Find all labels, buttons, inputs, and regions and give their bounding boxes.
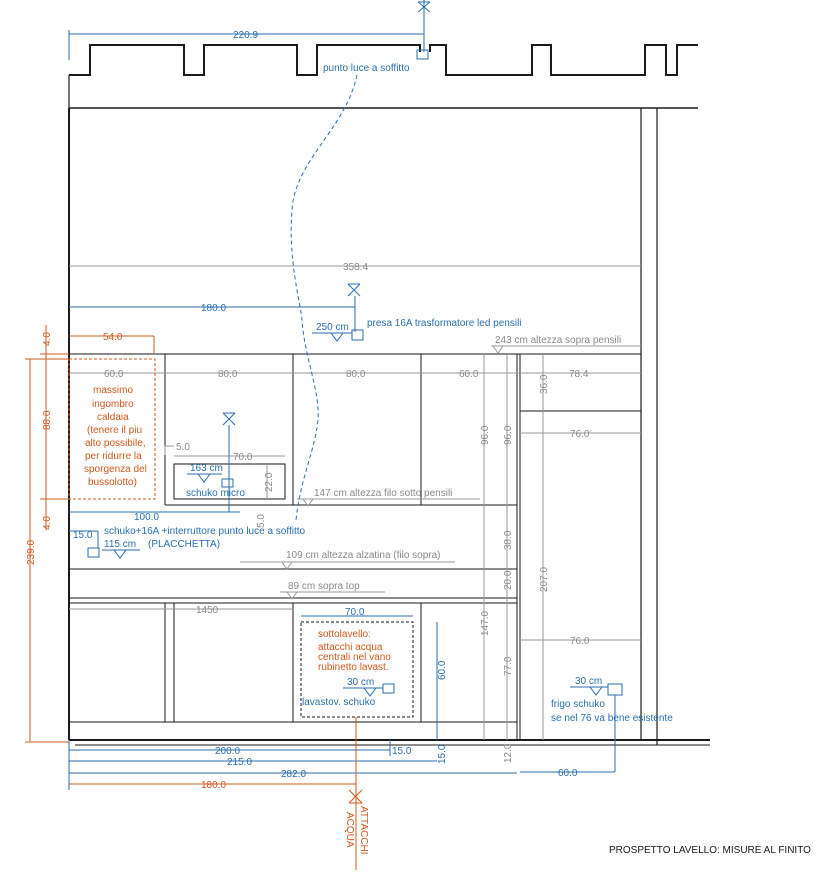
boiler-line-0: massimo (93, 385, 133, 396)
dim-96-a: 96.0 (480, 425, 491, 445)
height-243: 243 cm altezza sopra pensili (495, 335, 621, 346)
dim-20: 20.0 (503, 570, 514, 590)
dim-15-mid: 15.0 (392, 746, 412, 757)
height-89: 89 cm sopra top (288, 581, 360, 592)
dim-5-micro: 5.0 (176, 442, 190, 453)
height-markers: 243 cm altezza sopra pensili 147 cm alte… (240, 335, 641, 600)
fridge-label-1: frigo schuko (551, 699, 605, 710)
dim-70-sink: 70.0 (345, 607, 365, 618)
boiler-line-3: (tenere il piu (87, 425, 142, 436)
dim-147: 147.0 (480, 611, 491, 636)
fridge-label-2: se nel 76 va bene esistente (551, 713, 673, 724)
dim-36: 36.0 (539, 374, 550, 394)
fridge-height: 30 cm (575, 676, 602, 687)
dim-180-upper: 180.0 (201, 303, 226, 314)
backsplash-and-base (69, 568, 517, 723)
dim-1450: 1450 (196, 605, 219, 616)
dim-15-vert: 15.0 (437, 744, 448, 764)
socket-micro-symbol (222, 412, 236, 426)
socket-250-symbol (347, 283, 361, 297)
sink-line-1: attacchi acqua (318, 642, 383, 653)
dim-60-right: 60.0 (459, 369, 479, 380)
dish-label: lavastov. schuko (302, 697, 376, 708)
drawing-title: PROSPETTO LAVELLO: MISURE AL FINITO (609, 845, 811, 856)
dim-358: 358.4 (343, 262, 368, 273)
boiler-note: massimo ingombro caldaia (tenere il piu … (84, 385, 147, 488)
dim-80-a: 80.0 (218, 369, 238, 380)
dim-88: 88.0 (42, 410, 53, 430)
vertical-dimensions: 22.0 5.0 96.0 147.0 96.0 38.0 20.0 77.0 … (256, 354, 550, 763)
dim-60-left: 60.0 (104, 369, 124, 380)
water-inlet-2: ACQUA (344, 812, 355, 848)
socket-micro-label: schuko micro (186, 488, 245, 499)
boiler-line-1: ingombro (92, 399, 134, 410)
dim-12: 12.0 (503, 743, 514, 763)
switch-height: 115 cm (104, 539, 136, 550)
boiler-line-2: caldaia (97, 412, 129, 423)
dim-60-sink: 60.0 (437, 660, 448, 680)
dim-215: 215.0 (227, 757, 252, 768)
socket-250-label: presa 16A trasformatore led pensili (367, 318, 522, 329)
dim-239: 239.0 (26, 540, 37, 565)
dim-220: 220.9 (233, 30, 258, 41)
dim-200: 200.0 (215, 746, 240, 757)
dish-height: 30 cm (347, 677, 374, 688)
dim-15-left: 15.0 (73, 530, 93, 541)
boiler-line-5: per ridurre la (85, 451, 142, 462)
dim-5-side: 5.0 (256, 514, 267, 528)
dim-100: 100.0 (134, 512, 159, 523)
ceiling-beams (68, 44, 698, 109)
height-109: 109 cm altezza alzatina (filo sopra) (286, 550, 441, 561)
dim-54: 54.0 (103, 332, 123, 343)
socket-micro-height: 163 cm (190, 463, 223, 474)
boiler-line-6: sporgenza del (84, 464, 147, 475)
sink-line-2: centrali nel vano (318, 652, 391, 663)
dim-76-lower: 76.0 (570, 636, 590, 647)
water-inlet-1: ATTACCHI (358, 806, 369, 855)
dim-77: 77.0 (503, 656, 514, 676)
socket-250-height: 250 cm (316, 322, 349, 333)
sink-note: sottolavello: attacchi acqua centrali ne… (318, 629, 391, 673)
boiler-line-7: bussolotto) (88, 477, 137, 488)
dim-76-upper: 76.0 (570, 429, 590, 440)
switch-label: schuko+16A +interruttore punto luce a so… (104, 526, 305, 537)
ceiling-light-wire (290, 74, 358, 521)
boiler-line-4: alto possibile, (85, 438, 146, 449)
dim-180-lower: 180.0 (201, 780, 226, 791)
sink-line-0: sottolavello: (318, 629, 371, 640)
dim-38: 38.0 (503, 530, 514, 550)
ceiling-light-label: punto luce a soffitto (323, 63, 410, 74)
dim-96-b: 96.0 (503, 425, 514, 445)
electric-layer: 220.9 punto luce a soffitto 180.0 250 cm… (68, 0, 673, 790)
dim-282: 282.0 (281, 769, 306, 780)
water-layer: 54.0 massimo ingombro caldaia (tenere il… (25, 325, 391, 870)
tall-cabinet (516, 354, 641, 740)
dim-22: 22.0 (264, 472, 275, 492)
horizontal-dimensions: 358.4 60.0 80.0 80.0 60.0 78.4 76.0 76.0… (69, 262, 641, 647)
sink-base-zone (300, 621, 414, 718)
dim-207: 207.0 (539, 567, 550, 592)
water-inlet-symbol (348, 789, 363, 804)
dim-78: 78.4 (569, 369, 589, 380)
dim-4-bottom: 4.0 (42, 516, 53, 530)
dim-4-top: 4.0 (42, 332, 53, 346)
dim-80-b: 80.0 (346, 369, 366, 380)
ceiling-light-symbol (417, 1, 431, 13)
dim-60-bottom: 60.0 (558, 768, 578, 779)
switch-note: (PLACCHETTA) (148, 539, 220, 550)
dim-70-micro: 70.0 (233, 452, 253, 463)
height-147: 147 cm altezza filo sotto pensili (314, 488, 452, 499)
sink-line-3: rubinetto lavast. (318, 662, 389, 673)
